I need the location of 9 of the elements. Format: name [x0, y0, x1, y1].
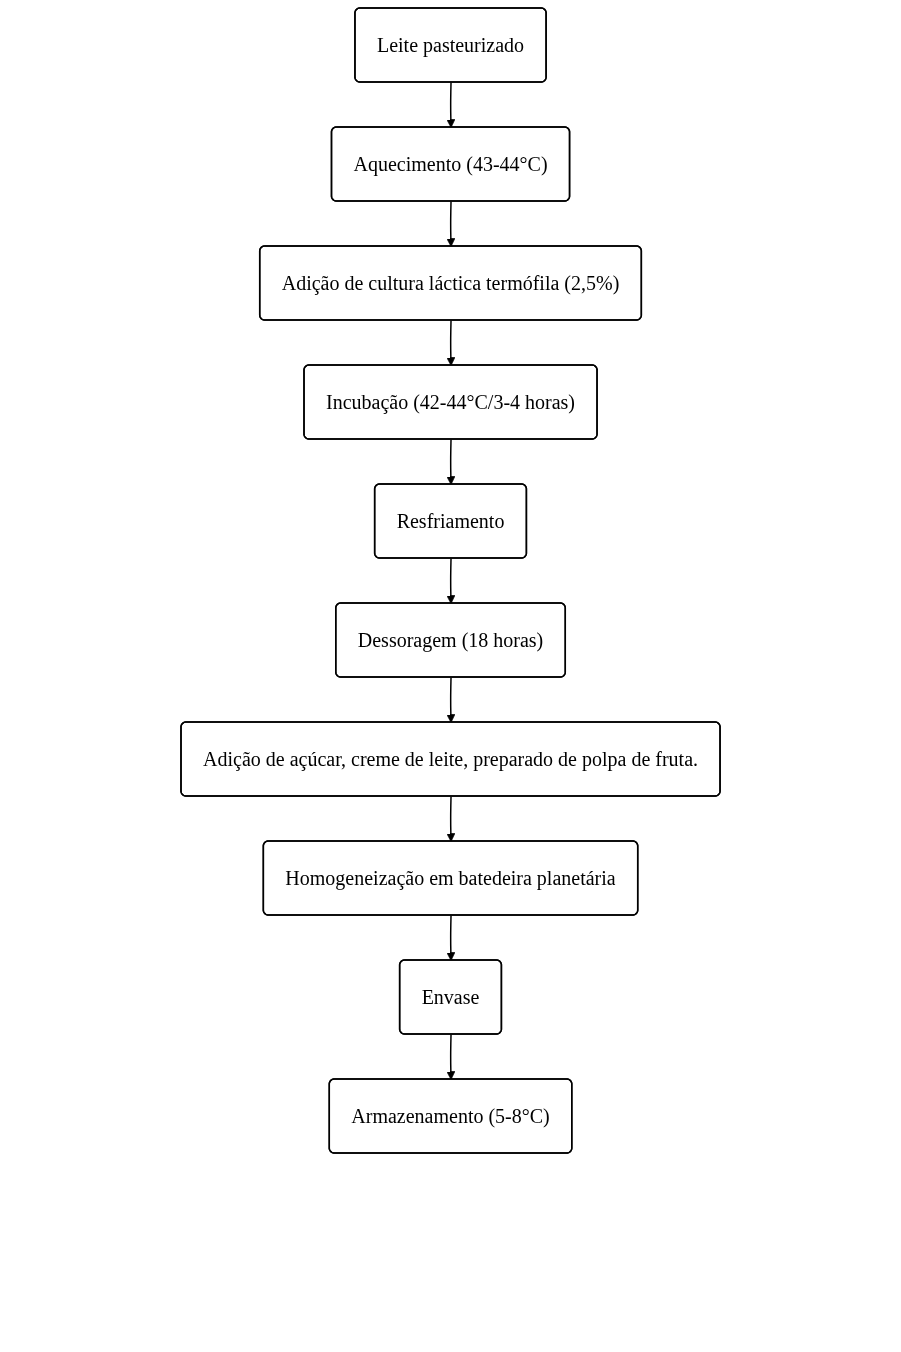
arrow	[446, 319, 456, 366]
arrow	[446, 200, 456, 247]
arrow	[446, 914, 456, 961]
arrow	[446, 557, 456, 604]
arrow	[446, 438, 456, 485]
arrow	[446, 1033, 456, 1080]
arrow	[446, 676, 456, 723]
arrow	[446, 81, 456, 128]
arrow	[446, 795, 456, 842]
